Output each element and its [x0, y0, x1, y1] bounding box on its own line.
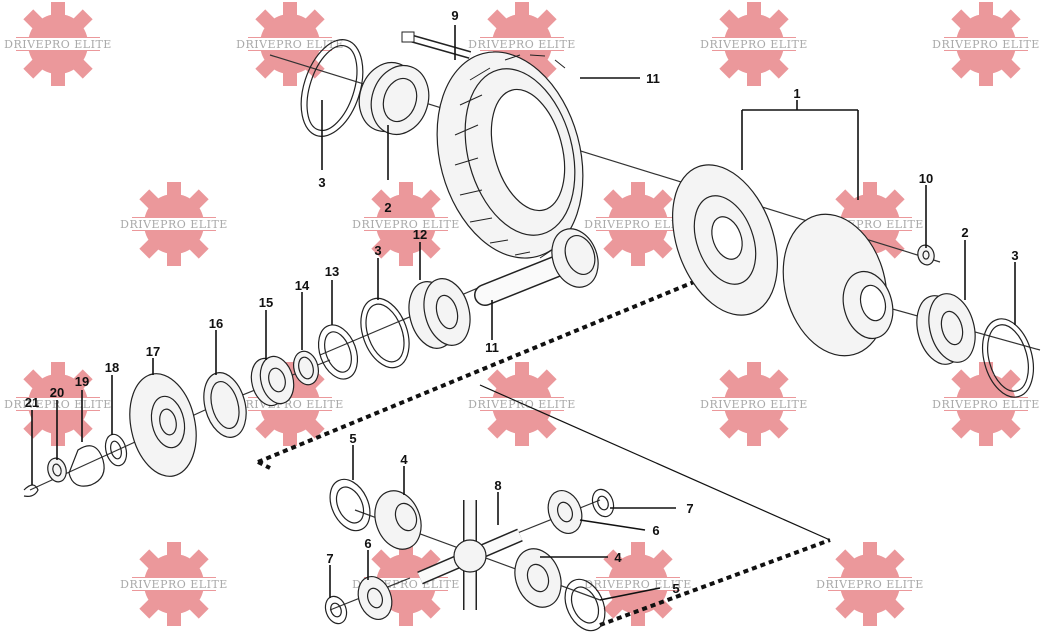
bearing-12 — [408, 278, 471, 349]
watermark-text: DRIVEPRO ELITE — [236, 38, 344, 51]
ring-gear-11 — [436, 51, 584, 259]
side-gear-4-upper — [374, 490, 422, 550]
watermark-text: DRIVEPRO ELITE — [352, 218, 460, 231]
watermark-text: DRIVEPRO ELITE — [816, 578, 924, 591]
callout-labels: 1 2 2 3 3 3 4 4 5 5 6 6 7 7 8 9 10 11 11… — [25, 8, 1019, 596]
callout-5: 5 — [672, 581, 679, 596]
callout-7: 7 — [686, 501, 693, 516]
spacer-14 — [293, 350, 319, 386]
nut-20 — [47, 457, 67, 483]
flange-17 — [129, 373, 197, 477]
watermark-text: DRIVEPRO ELITE — [468, 398, 576, 411]
differential-case-right — [782, 213, 894, 357]
watermark-text: DRIVEPRO ELITE — [584, 578, 692, 591]
clip-21 — [23, 484, 39, 497]
watermark-text: DRIVEPRO ELITE — [4, 38, 112, 51]
pinion-gear-6-upper — [547, 490, 583, 534]
washer-18 — [104, 433, 128, 467]
thrust-washer-5-upper — [329, 478, 371, 532]
watermark-text: DRIVEPRO ELITE — [584, 218, 692, 231]
callout-9: 9 — [451, 8, 458, 23]
side-gear-4-lower — [514, 548, 562, 608]
nut-10 — [917, 244, 935, 266]
washer-7-lower — [324, 595, 348, 625]
callout-11: 11 — [646, 71, 660, 86]
callout-6: 6 — [652, 523, 659, 538]
watermark-text: DRIVEPRO ELITE — [468, 38, 576, 51]
callout-20: 20 — [50, 385, 64, 400]
callout-2: 2 — [961, 225, 968, 240]
callout-2: 2 — [384, 200, 391, 215]
shim-13 — [317, 324, 359, 380]
bearing-2-top — [358, 62, 430, 135]
callout-16: 16 — [209, 316, 223, 331]
cross-shaft-8 — [417, 500, 523, 610]
leader-lines — [31, 25, 1016, 601]
callout-15: 15 — [259, 295, 273, 310]
callout-10: 10 — [919, 171, 933, 186]
watermark-text: DRIVEPRO ELITE — [932, 38, 1040, 51]
callout-4: 4 — [614, 550, 622, 565]
callout-8: 8 — [494, 478, 501, 493]
thrust-washer-5-lower — [564, 578, 606, 632]
watermark-text: DRIVEPRO ELITE — [700, 38, 808, 51]
callout-18: 18 — [105, 360, 119, 375]
callout-5: 5 — [349, 431, 356, 446]
lock-plate-19 — [68, 445, 105, 487]
watermark-text: DRIVEPRO ELITE — [236, 398, 344, 411]
callout-14: 14 — [295, 278, 310, 293]
seal-16 — [203, 372, 247, 438]
snap-ring-3-right — [982, 318, 1034, 398]
snap-ring-3-middle — [360, 297, 410, 369]
callout-21: 21 — [25, 395, 39, 410]
watermark-text: DRIVEPRO ELITE — [932, 398, 1040, 411]
watermark-text: DRIVEPRO ELITE — [120, 578, 228, 591]
callout-3: 3 — [1011, 248, 1018, 263]
callout-17: 17 — [146, 344, 160, 359]
watermark-text: DRIVEPRO ELITE — [120, 218, 228, 231]
pinion-11 — [474, 228, 599, 306]
callout-13: 13 — [325, 264, 339, 279]
callout-6: 6 — [364, 536, 371, 551]
callout-3: 3 — [374, 243, 381, 258]
bracket-1 — [741, 100, 859, 200]
callout-12: 12 — [413, 227, 427, 242]
watermark-text: DRIVEPRO ELITE — [700, 398, 808, 411]
callout-7: 7 — [326, 551, 333, 566]
bolt-9 — [401, 31, 472, 59]
callout-11: 11 — [485, 340, 499, 355]
bearing-2-right — [916, 293, 976, 365]
differential-case-left — [671, 164, 779, 316]
callout-3: 3 — [318, 175, 325, 190]
snap-ring-3-top — [300, 39, 364, 137]
callout-4: 4 — [400, 452, 408, 467]
bearing-15 — [250, 355, 295, 407]
callout-1: 1 — [793, 86, 800, 101]
washer-7-upper — [591, 488, 615, 518]
callout-19: 19 — [75, 374, 89, 389]
dashed-housing-outline — [257, 256, 831, 627]
